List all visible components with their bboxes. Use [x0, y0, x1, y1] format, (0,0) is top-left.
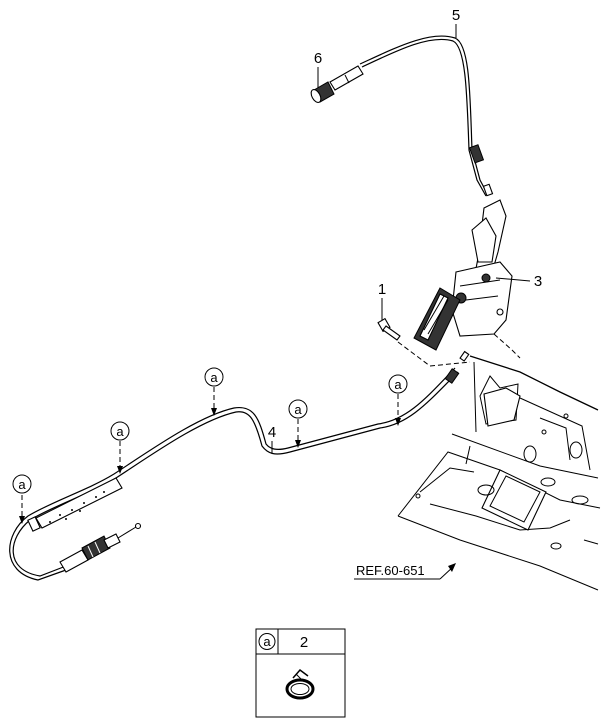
- clip-marker-2: a: [110, 421, 130, 474]
- reference-text: REF.60-651: [356, 563, 425, 578]
- callout-3: 3: [495, 273, 542, 290]
- clip-marker-1: a: [12, 474, 32, 524]
- callout-4-number: 4: [268, 424, 276, 441]
- floor-panel: [397, 355, 601, 591]
- hose-clip-icon: [285, 668, 315, 700]
- clip-marker-4: a: [288, 399, 308, 448]
- callout-4: 4: [268, 424, 276, 454]
- callout-1: 1: [378, 281, 386, 320]
- main-cable: [9, 350, 470, 581]
- clip-marker-3: a: [204, 367, 224, 416]
- callout-5-number: 5: [452, 7, 460, 24]
- callout-6-number: 6: [314, 50, 322, 67]
- reference-label: REF.60-651: [354, 563, 456, 580]
- pedal-assembly: [397, 199, 521, 367]
- clip-marker-5: a: [388, 374, 408, 426]
- legend-part-number: 2: [300, 634, 308, 651]
- callout-1-number: 1: [378, 281, 386, 298]
- legend-symbol: a: [263, 634, 271, 649]
- clip-marker-3-letter: a: [210, 370, 218, 385]
- clip-marker-4-letter: a: [294, 402, 302, 417]
- clip-marker-5-letter: a: [394, 377, 402, 392]
- clip-marker-1-letter: a: [18, 477, 26, 492]
- choke-knob: [310, 65, 364, 104]
- bolt: [377, 317, 401, 341]
- callout-3-number: 3: [534, 273, 542, 290]
- legend-box: a 2: [255, 628, 346, 718]
- clip-marker-2-letter: a: [116, 424, 124, 439]
- callout-5: 5: [452, 7, 460, 38]
- upper-cable-assembly: [359, 35, 494, 197]
- callout-6: 6: [314, 50, 322, 88]
